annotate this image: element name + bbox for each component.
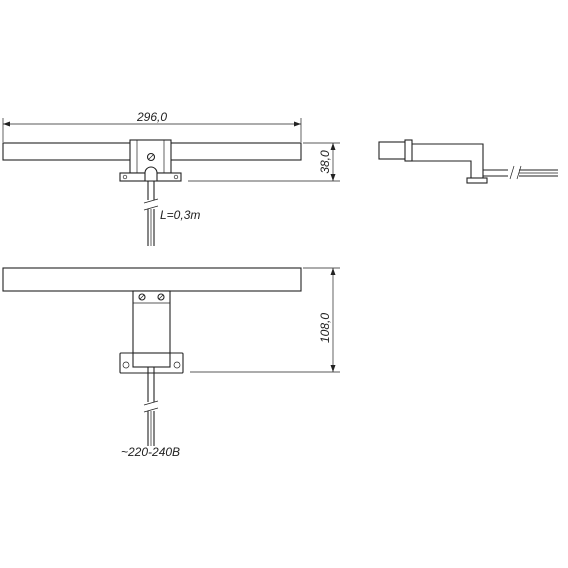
voltage-label: ~220-240B — [121, 445, 180, 459]
lamp-bar-front — [2, 267, 302, 292]
side-view — [378, 139, 558, 184]
screw-icon — [157, 293, 165, 301]
height-top-label: 38,0 — [318, 150, 332, 174]
screw-icon — [146, 152, 156, 162]
height-bottom-label: 108,0 — [318, 313, 332, 343]
width-dimension: 296,0 — [2, 110, 302, 142]
cable-top — [143, 181, 159, 246]
top-view: 296,0 L=0,3m — [2, 110, 340, 246]
width-dimension-label: 296,0 — [136, 110, 167, 124]
screw-icon — [138, 293, 146, 301]
cable-front — [143, 367, 159, 446]
front-view: ~220-240B 108,0 — [2, 267, 340, 459]
height-dimension-top: 38,0 — [188, 142, 340, 182]
cable-length-label: L=0,3m — [160, 208, 200, 222]
lamp-end-side — [378, 141, 408, 160]
cable-side — [483, 165, 558, 180]
lamp-collar-side — [404, 139, 413, 162]
height-dimension-bottom: 108,0 — [190, 267, 340, 373]
